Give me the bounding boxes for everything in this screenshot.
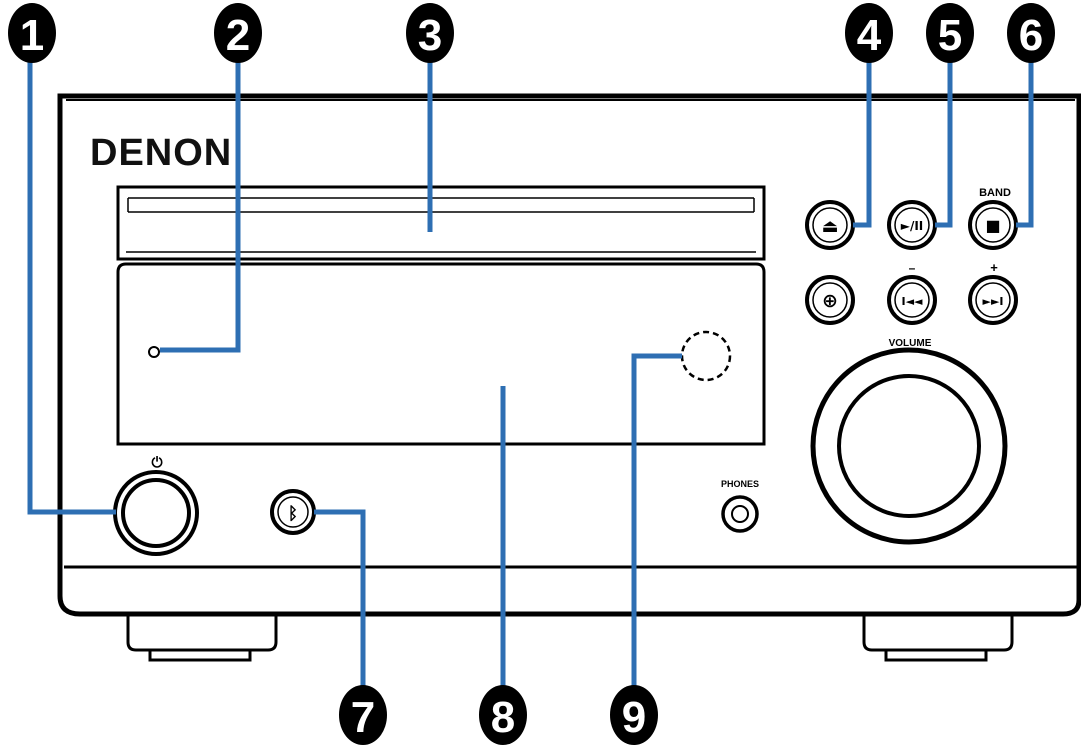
callout-badge-7: 7 bbox=[339, 685, 387, 745]
right-foot bbox=[862, 600, 1014, 662]
power-button[interactable] bbox=[113, 470, 199, 556]
leader-line-2 bbox=[160, 58, 241, 353]
skip-back-icon: I◄◄ bbox=[901, 295, 923, 308]
callout-badge-3: 3 bbox=[406, 3, 454, 63]
callout-number-9: 9 bbox=[622, 693, 646, 742]
callout-number-1: 1 bbox=[20, 11, 44, 60]
headphone-jack[interactable] bbox=[721, 495, 759, 533]
volume-label: VOLUME bbox=[889, 338, 932, 349]
bluetooth-icon: ᛒ bbox=[288, 504, 298, 524]
input-button[interactable]: ⊕ bbox=[805, 275, 855, 325]
volume-knob[interactable] bbox=[810, 347, 1008, 545]
left-foot bbox=[126, 600, 278, 662]
callout-number-3: 3 bbox=[418, 11, 442, 60]
stop-button[interactable]: ■ bbox=[968, 200, 1018, 250]
display-window bbox=[116, 262, 766, 446]
skip-back-button[interactable]: I◄◄ bbox=[887, 275, 937, 325]
leader-lines bbox=[27, 58, 1034, 690]
callout-number-6: 6 bbox=[1019, 11, 1043, 60]
leader-line-5 bbox=[935, 58, 953, 228]
callout-number-2: 2 bbox=[226, 11, 250, 60]
headphone-jack-icon bbox=[731, 505, 749, 523]
band-label: BAND bbox=[979, 187, 1011, 199]
callout-badge-4: 4 bbox=[845, 3, 893, 63]
callout-badge-5: 5 bbox=[926, 3, 974, 63]
stop-icon: ■ bbox=[985, 216, 1000, 235]
leader-line-9 bbox=[631, 353, 682, 690]
bluetooth-button[interactable]: ᛒ bbox=[270, 489, 316, 535]
play-pause-icon: ►/II bbox=[901, 219, 924, 233]
callout-number-7: 7 bbox=[351, 693, 375, 742]
brand-logo: DENON bbox=[90, 132, 232, 174]
callout-badge-8: 8 bbox=[479, 685, 527, 745]
callout-badge-9: 9 bbox=[610, 685, 658, 745]
callout-badge-6: 6 bbox=[1007, 3, 1055, 63]
leader-line-7 bbox=[314, 509, 366, 690]
callout-badge-2: 2 bbox=[214, 3, 262, 63]
power-icon: ⏻ bbox=[151, 455, 162, 471]
play-pause-button[interactable]: ►/II bbox=[887, 200, 937, 250]
callout-badge-1: 1 bbox=[8, 3, 56, 63]
eject-button[interactable]: ⏏ bbox=[805, 200, 855, 250]
standby-indicator bbox=[148, 346, 160, 358]
leader-line-6 bbox=[1016, 58, 1034, 228]
skip-forward-button[interactable]: ►►I bbox=[968, 275, 1018, 325]
eject-icon: ⏏ bbox=[821, 216, 838, 237]
minus-label: – bbox=[909, 261, 916, 275]
input-source-icon: ⊕ bbox=[822, 290, 838, 312]
callout-number-5: 5 bbox=[938, 11, 962, 60]
plus-label: + bbox=[990, 260, 998, 275]
callout-number-8: 8 bbox=[491, 693, 515, 742]
leader-line-4 bbox=[853, 58, 872, 228]
phones-label: PHONES bbox=[721, 479, 759, 489]
leader-line-1 bbox=[27, 58, 116, 515]
callout-number-4: 4 bbox=[857, 11, 882, 60]
skip-forward-icon: ►►I bbox=[982, 295, 1003, 308]
disc-slot bbox=[116, 185, 766, 261]
